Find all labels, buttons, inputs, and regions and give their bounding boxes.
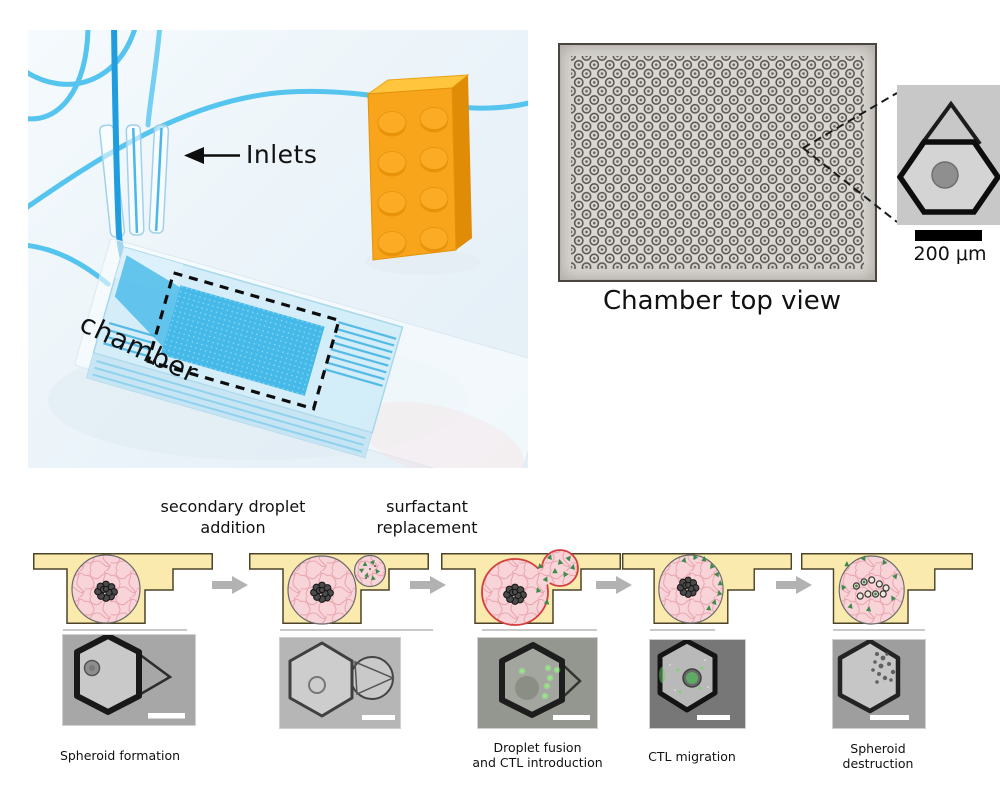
scale-bar (915, 230, 982, 241)
trap-schematic-1 (33, 553, 213, 624)
fluorescent-spheroid (686, 672, 698, 684)
divider (280, 629, 433, 631)
micrograph-scale-bar (553, 715, 590, 720)
step-caption-5: Spheroid destruction (842, 741, 914, 771)
step-caption-4: CTL migration (648, 749, 736, 764)
divider (833, 629, 925, 631)
trap-schematic-4 (622, 552, 792, 624)
inlet-pins (99, 124, 170, 238)
fluorescent-ctls (518, 664, 561, 700)
device-photo (20, 22, 553, 492)
dashed-chamber-outline (146, 270, 341, 411)
micrograph-secondary-droplet (280, 638, 400, 728)
microfluidic-chip (74, 238, 553, 492)
step-caption-3: Droplet fusion and CTL introduction (472, 740, 603, 770)
micrograph-ctl-migration (650, 640, 745, 728)
ctl-cells (359, 558, 381, 581)
trap-triangle (919, 100, 982, 147)
step-arrow-icon (776, 576, 812, 594)
device-photo-art (20, 22, 553, 492)
inlets-arrow-icon (184, 147, 240, 164)
dispersed-spheroid-cells (852, 576, 890, 600)
trap-schematic-3 (441, 549, 621, 626)
trap-inset-image (896, 85, 1000, 225)
step-arrow-icon (410, 576, 446, 594)
lego-brick (366, 74, 472, 261)
serpentine-channels (103, 321, 397, 387)
divider (63, 629, 187, 631)
lego-studs (377, 107, 449, 257)
step-arrow-icon (596, 576, 632, 594)
micrograph-droplet-fusion (478, 638, 597, 728)
micrograph-scale-bar (870, 715, 909, 720)
topview-caption: Chamber top view (602, 286, 842, 316)
step-arrow-icon (212, 576, 248, 594)
trap-schematic-2 (249, 553, 429, 625)
micrograph-spheroid-formation (63, 635, 195, 725)
inlets-label: Inlets (246, 140, 318, 169)
debris-cluster (871, 652, 896, 684)
divider (650, 629, 715, 631)
trap-array (571, 56, 864, 269)
scale-bar-label: 200 μm (913, 243, 987, 265)
droplet-spheroid (931, 161, 959, 189)
micrograph-spheroid-destruction (833, 640, 925, 728)
micrograph-scale-bar (697, 715, 730, 720)
step-label-secondary-droplet: secondary droplet addition (160, 497, 306, 537)
step-caption-1: Spheroid formation (59, 748, 181, 763)
secondary-droplet (353, 554, 387, 588)
micrograph-scale-bar (362, 715, 395, 720)
dark-inlet-tube (111, 22, 131, 275)
divider (482, 629, 597, 631)
trap-schematic-5 (801, 553, 973, 625)
micrograph-scale-bar (148, 713, 185, 719)
chamber-top-view-image (558, 43, 877, 282)
dashed-connector-lines (802, 92, 898, 223)
step-label-surfactant: surfactant replacement (376, 497, 478, 537)
